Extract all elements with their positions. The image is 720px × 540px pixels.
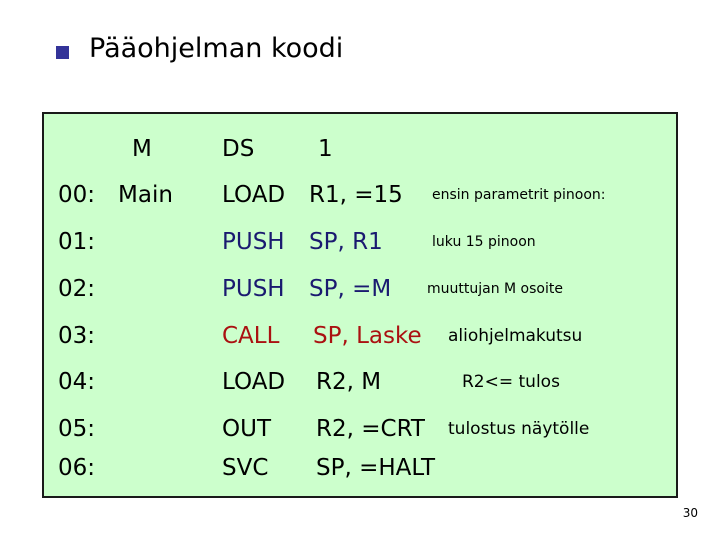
code-listing-box: M DS 1 00: Main LOAD R1, =15 ensin param…: [42, 112, 678, 498]
row-opcode: CALL: [222, 323, 280, 349]
row-address: 02:: [58, 276, 96, 302]
header-directive: DS: [222, 136, 255, 162]
row-address: 06:: [58, 455, 96, 481]
row-opcode: LOAD: [222, 369, 286, 395]
row-address: 00:: [58, 182, 96, 208]
row-address: 05:: [58, 416, 96, 442]
row-comment: R2<= tulos: [462, 372, 560, 392]
row-comment: ensin parametrit pinoon:: [432, 187, 606, 203]
row-operands: R2, =CRT: [316, 416, 425, 442]
row-opcode: PUSH: [222, 276, 285, 302]
slide-title-row: Pääohjelman koodi: [56, 34, 343, 64]
header-operand: 1: [318, 136, 333, 162]
row-label: Main: [118, 182, 173, 208]
header-label: M: [132, 136, 152, 162]
row-operands: SP, Laske: [313, 323, 422, 349]
row-opcode: SVC: [222, 455, 269, 481]
bullet-square-icon: [56, 46, 69, 60]
row-comment: muuttujan M osoite: [427, 281, 563, 297]
row-address: 03:: [58, 323, 96, 349]
row-operands: SP, =M: [309, 276, 392, 302]
row-operands: SP, =HALT: [316, 455, 436, 481]
row-operands: R1, =15: [309, 182, 403, 208]
row-comment: luku 15 pinoon: [432, 234, 536, 250]
page-number: 30: [682, 506, 698, 520]
row-address: 04:: [58, 369, 96, 395]
row-operands: R2, M: [316, 369, 382, 395]
page-title: Pääohjelman koodi: [89, 33, 344, 64]
row-comment: tulostus näytölle: [448, 419, 590, 439]
row-opcode: OUT: [222, 416, 271, 442]
row-comment: aliohjelmakutsu: [448, 326, 583, 346]
row-opcode: LOAD: [222, 182, 286, 208]
row-operands: SP, R1: [309, 229, 383, 255]
row-address: 01:: [58, 229, 96, 255]
row-opcode: PUSH: [222, 229, 285, 255]
